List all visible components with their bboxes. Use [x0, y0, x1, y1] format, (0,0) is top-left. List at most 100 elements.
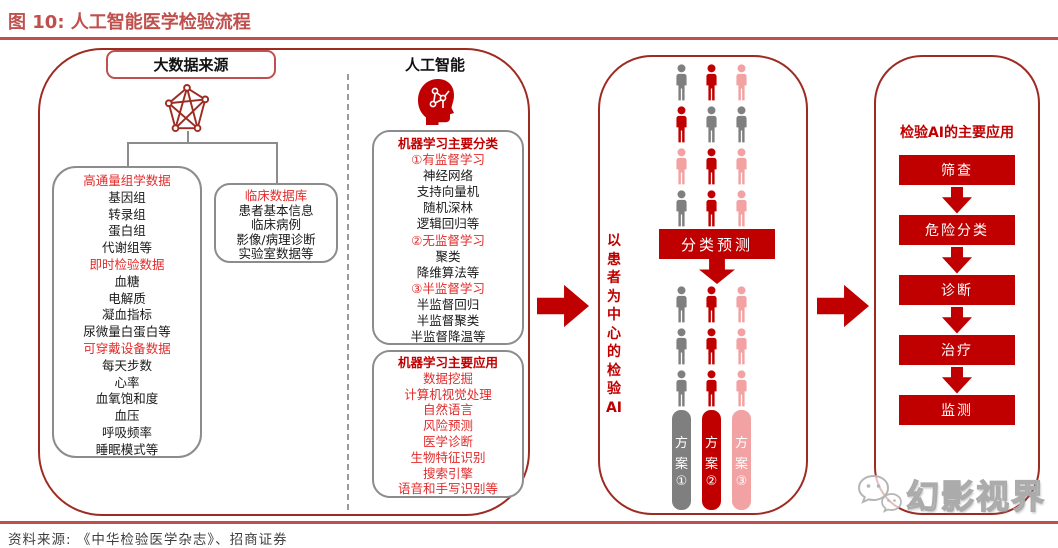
list-item: 语音和手写识别等: [397, 481, 498, 497]
ai-head-icon: [418, 79, 454, 125]
plan-pill-char: 方: [704, 435, 718, 451]
list-item: 临床病例: [250, 217, 301, 233]
ai-applications-title: 检验AI的主要应用: [899, 125, 1015, 141]
list-item: 高通量组学数据: [83, 173, 171, 188]
person-icon: [706, 64, 717, 101]
person-icon: [736, 106, 747, 143]
person-row: [672, 286, 751, 324]
list-item: 影像/病理诊断: [236, 231, 316, 247]
list-item: 神经网络: [422, 168, 473, 184]
list-item: 电解质: [108, 290, 146, 306]
plan-pill-char: 案: [704, 456, 718, 472]
list-item: 血氧饱和度: [95, 391, 159, 407]
connector-line: [127, 142, 129, 166]
figure-title: 图 10: 人工智能医学检验流程: [8, 12, 251, 33]
person-icon: [676, 64, 687, 101]
list-item: 生物特征识别: [410, 449, 486, 465]
bottom-divider-line: [0, 521, 1058, 524]
application-steps-flow: 筛查危险分类诊断治疗监测: [899, 155, 1015, 425]
list-item: 凝血指标: [101, 307, 152, 323]
application-step-box: 监测: [899, 395, 1015, 425]
vertical-label-char: 中: [607, 307, 621, 323]
list-item: 蛋白组: [108, 223, 146, 239]
list-item: 临床数据库: [244, 188, 308, 203]
flow-right-arrow-icon: [537, 284, 589, 328]
vertical-label-char: AI: [605, 399, 623, 416]
person-icon: [736, 190, 747, 227]
list-item: 基因组: [108, 189, 146, 205]
panel-dashed-divider: [347, 74, 349, 510]
plan-pill-char: 案: [674, 456, 688, 472]
connector-line: [187, 131, 189, 142]
person-icon: [706, 286, 717, 323]
list-item: 自然语言: [422, 402, 473, 418]
connector-line: [276, 142, 278, 183]
classification-prediction-box: 分类预测: [659, 229, 775, 259]
list-item: 转录组: [108, 206, 146, 222]
list-item: 每天步数: [101, 357, 152, 373]
list-item: 半监督聚类: [416, 313, 480, 329]
person-icon: [676, 148, 687, 185]
plan-pill-char: ②: [705, 473, 718, 489]
list-item: 血压: [114, 408, 140, 424]
person-icon: [736, 370, 747, 407]
list-item: 聚类: [435, 248, 461, 264]
list-item: 半监督降温等: [410, 329, 486, 345]
patient-grid-unsorted: [672, 64, 751, 228]
person-icon: [706, 148, 717, 185]
list-item: 计算机视觉处理: [404, 386, 492, 402]
watermark-text: 幻影视界: [905, 476, 1046, 516]
list-item: 机器学习主要应用: [397, 355, 498, 370]
list-item: 数据挖掘: [422, 370, 473, 386]
vertical-label-char: 验: [607, 381, 621, 397]
vertical-label-char: 的: [607, 344, 621, 360]
person-icon: [676, 190, 687, 227]
clinical-database-box: 临床数据库患者基本信息临床病例影像/病理诊断实验室数据等: [214, 183, 338, 263]
plan-pill-char: 方: [734, 435, 748, 451]
patient-grid-sorted: [672, 286, 751, 408]
person-icon: [676, 106, 687, 143]
list-item: 风险预测: [422, 418, 473, 434]
title-divider-line: [0, 37, 1058, 40]
down-arrow-icon: [942, 366, 972, 394]
ai-section-header: 人工智能: [404, 56, 465, 74]
down-arrow-icon: [942, 306, 972, 334]
person-row: [672, 190, 751, 228]
person-icon: [736, 286, 747, 323]
person-icon: [676, 370, 687, 407]
vertical-label-char: 者: [607, 270, 621, 286]
person-row: [672, 370, 751, 408]
down-arrow-icon: [942, 246, 972, 274]
list-item: 随机深林: [422, 200, 473, 216]
person-icon: [736, 64, 747, 101]
wechat-logo-icon: [857, 474, 902, 513]
list-item: 逻辑回归等: [416, 216, 480, 232]
plan-pill-char: 案: [734, 456, 748, 472]
person-icon: [676, 328, 687, 365]
ml-application-box: 机器学习主要应用数据挖掘计算机视觉处理自然语言风险预测医学诊断生物特征识别搜索引…: [372, 350, 524, 498]
connector-line: [127, 142, 278, 144]
vertical-label-char: 心: [607, 325, 621, 342]
list-item: 心率: [114, 374, 140, 390]
list-item: 血糖: [114, 273, 140, 289]
person-icon: [706, 370, 717, 407]
list-item: 尿微量白蛋白等: [83, 324, 171, 340]
list-item: ①有监督学习: [411, 152, 485, 168]
person-row: [672, 106, 751, 144]
plan-pill-char: ③: [735, 473, 748, 489]
list-item: 半监督回归: [416, 296, 480, 312]
list-item: 患者基本信息: [238, 202, 314, 218]
flow-right-arrow-icon: [817, 284, 869, 328]
person-row: [672, 64, 751, 102]
list-item: 搜索引擎: [422, 465, 473, 481]
list-item: 支持向量机: [416, 184, 480, 200]
list-item: ②无监督学习: [411, 232, 485, 248]
person-icon: [736, 148, 747, 185]
network-icon: [164, 84, 210, 133]
data-source-list-box: 高通量组学数据基因组转录组蛋白组代谢组等即时检验数据血糖电解质凝血指标尿微量白蛋…: [52, 166, 202, 458]
application-step-box: 筛查: [899, 155, 1015, 185]
